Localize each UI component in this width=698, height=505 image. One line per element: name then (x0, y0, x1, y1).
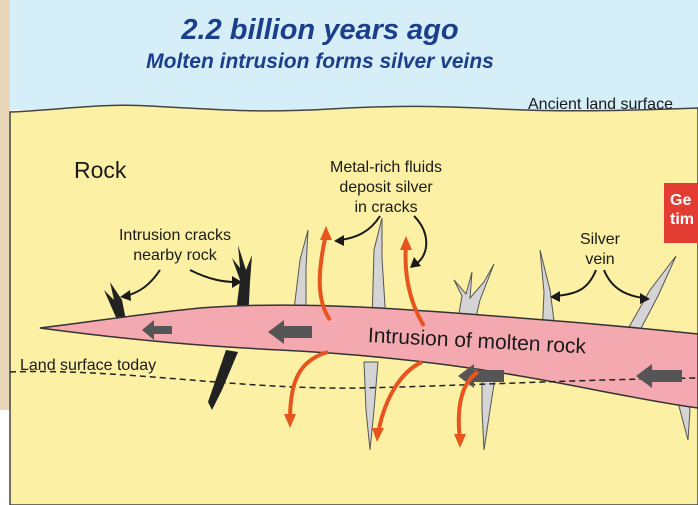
red-tag-line-1: Ge (670, 191, 698, 210)
diagram-subtitle: Molten intrusion forms silver veins (10, 50, 630, 74)
land-surface-today-label: Land surface today (20, 356, 156, 376)
diagram-title: 2.2 billion years ago (10, 14, 630, 47)
silver-vein-label-2: vein (570, 250, 630, 270)
rock-label: Rock (74, 160, 126, 180)
red-tag: Ge tim (664, 183, 698, 243)
intrusion-cracks-label-2: nearby rock (112, 246, 238, 266)
intrusion-cracks-label-1: Intrusion cracks (112, 226, 238, 246)
silver-vein-label-1: Silver (570, 230, 630, 250)
metal-fluids-label-2: deposit silver (326, 178, 446, 198)
metal-fluids-label-3: in cracks (326, 198, 446, 218)
metal-fluids-label-1: Metal-rich fluids (326, 158, 446, 178)
ancient-land-surface-label: Ancient land surface (528, 95, 673, 115)
red-tag-line-2: tim (670, 210, 698, 229)
